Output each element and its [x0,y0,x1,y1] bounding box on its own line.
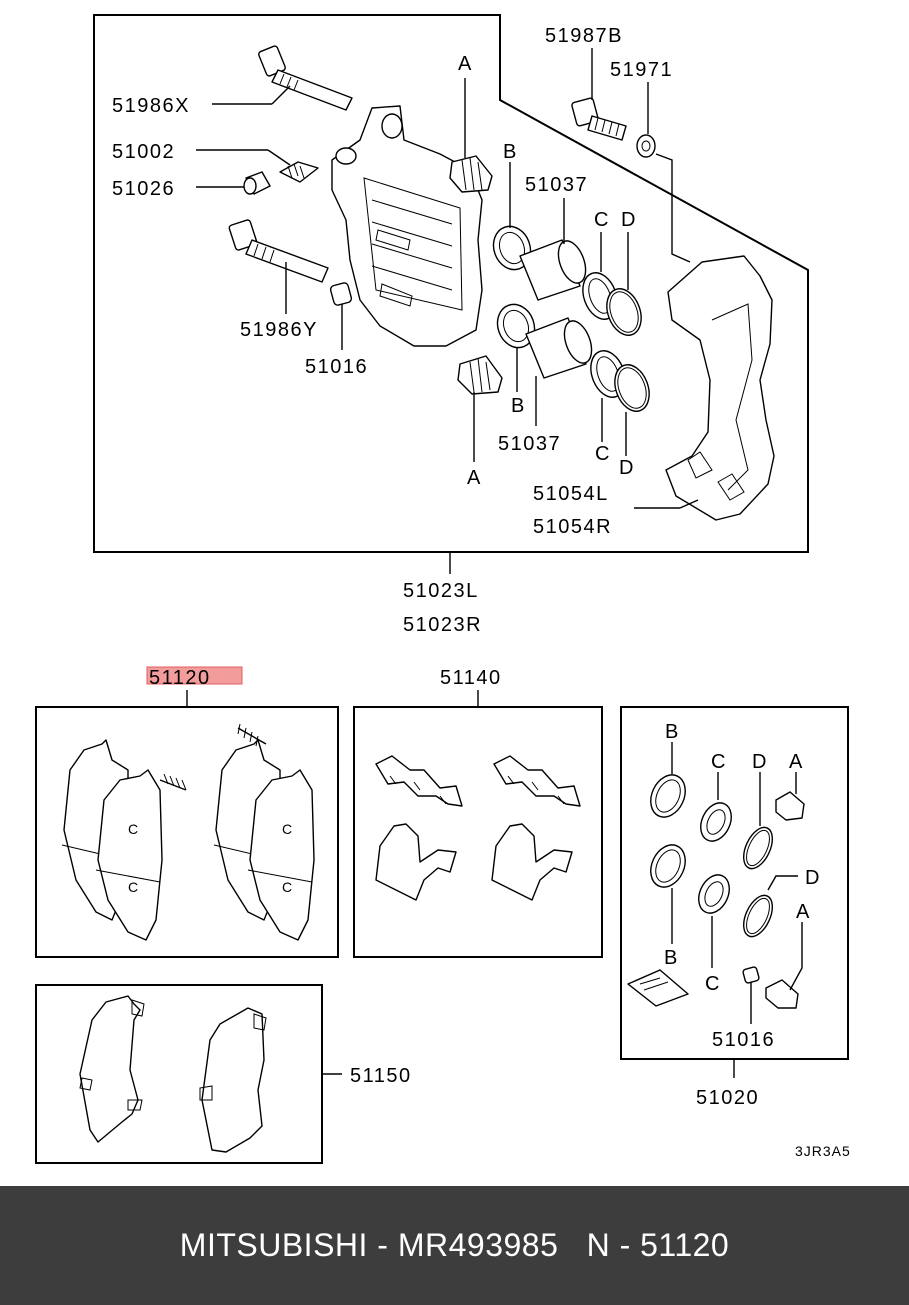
svg-text:C: C [128,821,139,837]
bleeder-screw [279,161,319,183]
caliper-assembly-frame [93,14,809,553]
label-C-kit-bottom: C [705,973,721,995]
anti-squeal-shims [79,995,267,1153]
ring-d-lower [614,364,650,412]
guide-pin-y [228,219,329,283]
parts-diagram: 51987B 51971 51986X 51002 51026 51986Y 5… [35,14,851,1164]
label-B-top: B [503,141,518,163]
label-51026: 51026 [112,178,175,200]
label-51120[interactable]: 51120 [149,667,211,689]
label-51037-bottom: 51037 [498,433,561,455]
guide-pin-x [258,45,353,111]
label-51016-kit: 51016 [712,1029,775,1051]
label-51054L: 51054L [533,483,609,505]
boot-a-top [449,155,493,193]
label-A-bottom: A [467,467,482,489]
label-51037-top: 51037 [525,174,588,196]
label-D-kit-top: D [752,751,768,773]
brake-pad-set-left: C C [61,739,187,941]
label-51023R: 51023R [403,614,482,636]
label-D-kit-bottom: D [805,867,821,889]
ring-d-upper [606,288,642,336]
pad-clips-frame [353,706,603,958]
shims-frame [35,984,323,1164]
mounting-bolt [571,97,627,141]
label-51002: 51002 [112,141,175,163]
label-51023L: 51023L [403,580,479,602]
label-51140: 51140 [440,667,502,689]
label-D-top: D [621,209,637,231]
svg-text:C: C [128,879,139,895]
label-51020: 51020 [696,1087,759,1109]
label-B-kit-top: B [665,721,680,743]
label-51016-top: 51016 [305,356,368,378]
svg-text:C: C [282,879,293,895]
piston-upper [519,239,587,301]
caliper-support [665,255,775,521]
sleeve-51016 [329,282,353,306]
label-51971: 51971 [610,59,673,81]
seal-kit-parts [627,774,805,1009]
piston-lower [525,317,593,379]
pad-clips [375,755,581,901]
svg-text:C: C [282,821,293,837]
brake-pads-frame [35,706,339,958]
caliper-body [331,105,483,347]
label-B-kit-bottom: B [664,947,679,969]
boot-a-bottom [457,355,503,395]
label-A-kit-bottom: A [796,901,811,923]
diagram-reference-code: 3JR3A5 [795,1143,851,1159]
footer-bar: MITSUBISHI - MR493985 N - 51120 [0,1186,909,1305]
washer [636,134,656,158]
label-D-bottom: D [619,457,635,479]
label-C-bottom: C [595,443,611,465]
label-A-kit-top: A [789,751,804,773]
seal-b-lower [496,303,536,349]
label-C-top: C [594,209,610,231]
label-51150: 51150 [350,1065,412,1087]
label-51986X: 51986X [112,95,190,117]
part-highlight-51120 [146,666,243,685]
label-C-kit-top: C [711,751,727,773]
footer-part-number: MITSUBISHI - MR493985 N - 51120 [179,1227,730,1263]
label-B-bottom: B [511,395,526,417]
brake-pad-set-right: C C [213,723,315,941]
label-51986Y: 51986Y [240,319,318,341]
label-51987B: 51987B [545,25,623,47]
label-A-top: A [458,53,473,75]
bleeder-cap [243,171,271,195]
label-51054R: 51054R [533,516,612,538]
